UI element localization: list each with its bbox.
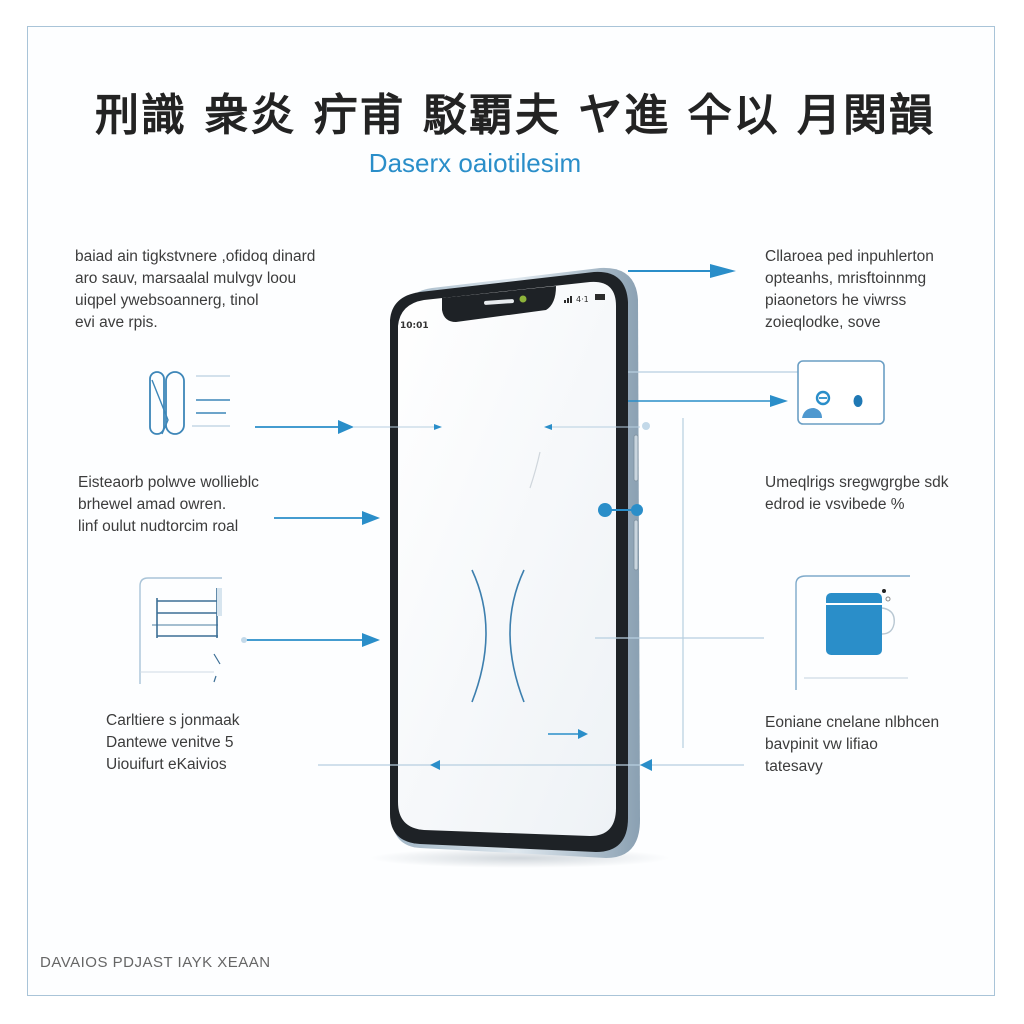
footer-caption: DAVAIOS PDJAST IAYK XEAAN	[40, 954, 271, 971]
callout-bottom-right: Eoniane cnelane nlbhcen bavpinit vw lifi…	[765, 714, 940, 775]
callout-bottom-left: Carltiere s jonmaak Dantewe venitve 5 Ui…	[106, 712, 240, 773]
diagram-subtitle: Daserx oaiotilesim	[368, 148, 582, 178]
callout-middle-left: Eisteaorb polwve wollieblc brhewel amad …	[78, 474, 259, 535]
callout-middle-right: Umeqlrigs sregwgrgbe sdk edrod ie vsvibe…	[765, 474, 949, 513]
diagram-title: 刑識 衆炎 疔甫 駁覇夫 ヤ進 仐以 月関韻	[95, 90, 935, 141]
callout-top-right: Cllaroea ped inpuhlerton opteanhs, mrisf…	[765, 248, 934, 331]
callout-top-left: baiad ain tigkstvnere ,ofidoq dinard aro…	[75, 248, 316, 331]
